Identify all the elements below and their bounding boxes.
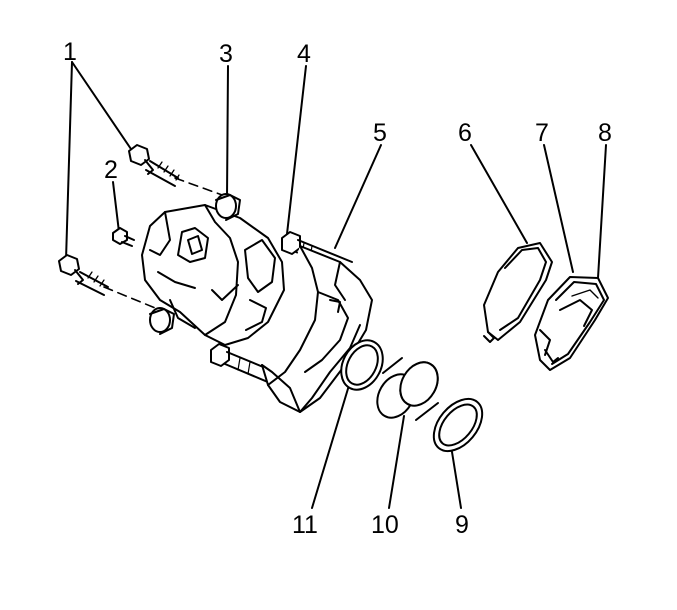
bleeder-valve <box>112 227 135 247</box>
callout-4: 4 <box>297 40 311 68</box>
piston-boot <box>432 397 484 453</box>
callout-10: 10 <box>371 511 399 539</box>
caliper-housing <box>141 204 285 346</box>
mounting-bolt-upper <box>128 144 180 187</box>
piston <box>376 355 439 421</box>
outer-brake-pad <box>534 276 609 371</box>
bushing-upper <box>215 193 241 221</box>
inner-brake-pad <box>483 242 553 343</box>
callout-7: 7 <box>535 119 549 147</box>
leader-lines <box>65 61 607 509</box>
piston-seal <box>340 339 384 391</box>
callout-1: 1 <box>63 38 77 66</box>
mounting-bolt-lower <box>58 254 109 296</box>
callout-3: 3 <box>219 40 233 68</box>
callout-5: 5 <box>373 119 387 147</box>
bolt-guide-lines <box>103 177 226 313</box>
callout-6: 6 <box>458 119 472 147</box>
callout-11: 11 <box>292 511 318 539</box>
bushing-lower <box>149 307 175 335</box>
callout-2: 2 <box>104 156 118 184</box>
callout-9: 9 <box>455 511 469 539</box>
callout-8: 8 <box>598 119 612 147</box>
